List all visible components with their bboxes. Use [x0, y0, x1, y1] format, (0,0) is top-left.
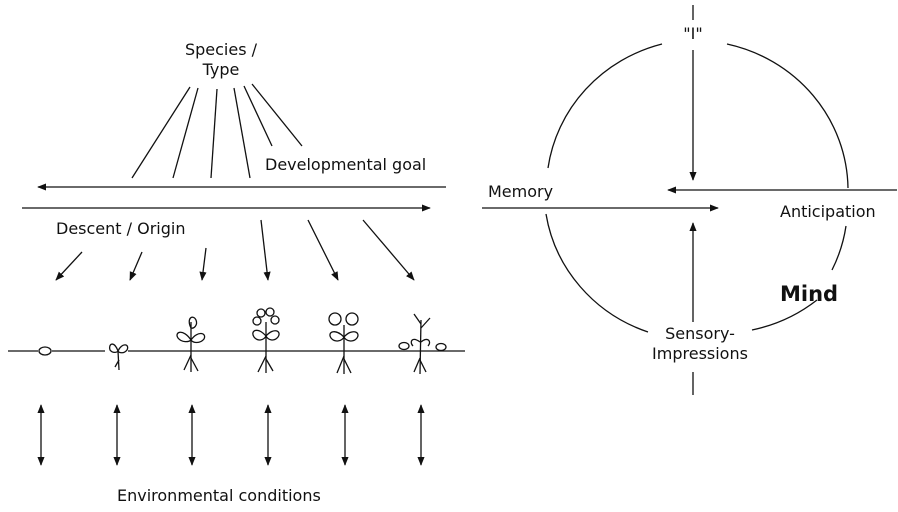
fruiting-plant-stage — [328, 312, 359, 374]
mind-circle — [545, 43, 849, 333]
i-label: "I" — [683, 24, 703, 43]
environment-double-arrows — [37, 404, 425, 466]
mind-label: Mind — [780, 282, 839, 306]
seed-stage — [38, 346, 52, 356]
environmental-conditions-label: Environmental conditions — [117, 486, 321, 505]
species-label: Species / Type — [166, 40, 276, 80]
sensory-impressions-label: Sensory- Impressions — [640, 324, 760, 364]
seeding-plant-stage — [398, 313, 447, 375]
anticipation-label: Anticipation — [780, 202, 876, 221]
developmental-goal-label: Developmental goal — [265, 155, 427, 174]
young-plant-stage — [176, 316, 206, 372]
species-label-line2: Type — [202, 60, 240, 79]
sensory-label-line1: Sensory- — [665, 324, 735, 343]
descent-origin-label: Descent / Origin — [56, 219, 186, 238]
descent-down-arrows — [55, 219, 415, 281]
plant-growth-stages — [8, 307, 465, 375]
sprout-stage — [108, 343, 129, 371]
memory-label: Memory — [488, 182, 554, 201]
flowering-plant-stage — [252, 307, 280, 373]
species-label-line1: Species / — [184, 40, 258, 59]
sensory-label-line2: Impressions — [652, 344, 748, 363]
species-fan-lines — [131, 83, 303, 179]
